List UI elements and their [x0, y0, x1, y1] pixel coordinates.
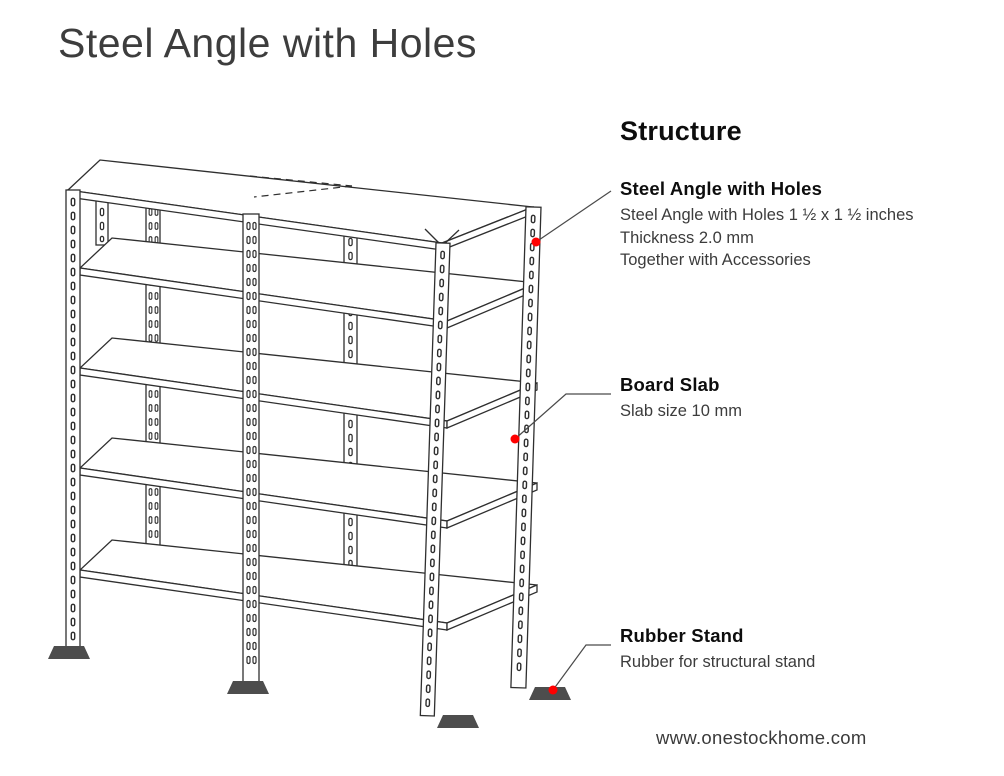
annotation-steel-angle-line-2: Thickness 2.0 mm: [620, 228, 754, 247]
foot-right-outer: [529, 687, 571, 700]
website-text: www.onestockhome.com: [656, 727, 867, 748]
post-front-right: [419, 242, 451, 717]
foot-left: [48, 646, 90, 659]
shelf-4: [78, 539, 538, 631]
rubber-feet: [48, 646, 571, 728]
shelf-3: [78, 437, 538, 529]
annotation-board-slab: Board Slab Slab size 10 mm: [620, 374, 742, 423]
annotation-rubber-stand-title: Rubber Stand: [620, 625, 744, 646]
marker-dot-board-slab: [510, 434, 520, 444]
annotation-steel-angle-title: Steel Angle with Holes: [620, 178, 823, 199]
annotation-board-slab-title: Board Slab: [620, 374, 720, 395]
annotation-steel-angle-line-3: Together with Accessories: [620, 251, 811, 269]
structure-heading: Structure: [620, 116, 742, 146]
hidden-edge-dashes: [249, 175, 353, 198]
marker-dot-steel-angle: [531, 237, 541, 247]
leader-line-steel-angle: [535, 190, 612, 243]
post-front-middle: [242, 213, 260, 683]
annotation-rubber-stand-line-1: Rubber for structural stand: [620, 653, 816, 671]
foot-front-right: [437, 715, 479, 728]
page-title: Steel Angle with Holes: [58, 20, 477, 66]
post-front-left: [65, 189, 81, 648]
annotation-steel-angle-line-1: Steel Angle with Holes 1 ½ x 1 ½ inches: [620, 206, 914, 224]
post-right-outer: [510, 206, 542, 689]
top-face: [66, 159, 534, 251]
shelf-2: [78, 337, 538, 429]
leader-line-rubber-stand: [552, 644, 611, 691]
annotation-steel-angle: Steel Angle with Holes Steel Angle with …: [620, 178, 914, 272]
leader-line-board-slab: [514, 393, 611, 440]
annotation-board-slab-line-1: Slab size 10 mm: [620, 402, 742, 420]
annotation-rubber-stand: Rubber Stand Rubber for structural stand: [620, 625, 815, 674]
marker-dot-rubber-stand: [548, 685, 558, 695]
foot-middle: [227, 681, 269, 694]
